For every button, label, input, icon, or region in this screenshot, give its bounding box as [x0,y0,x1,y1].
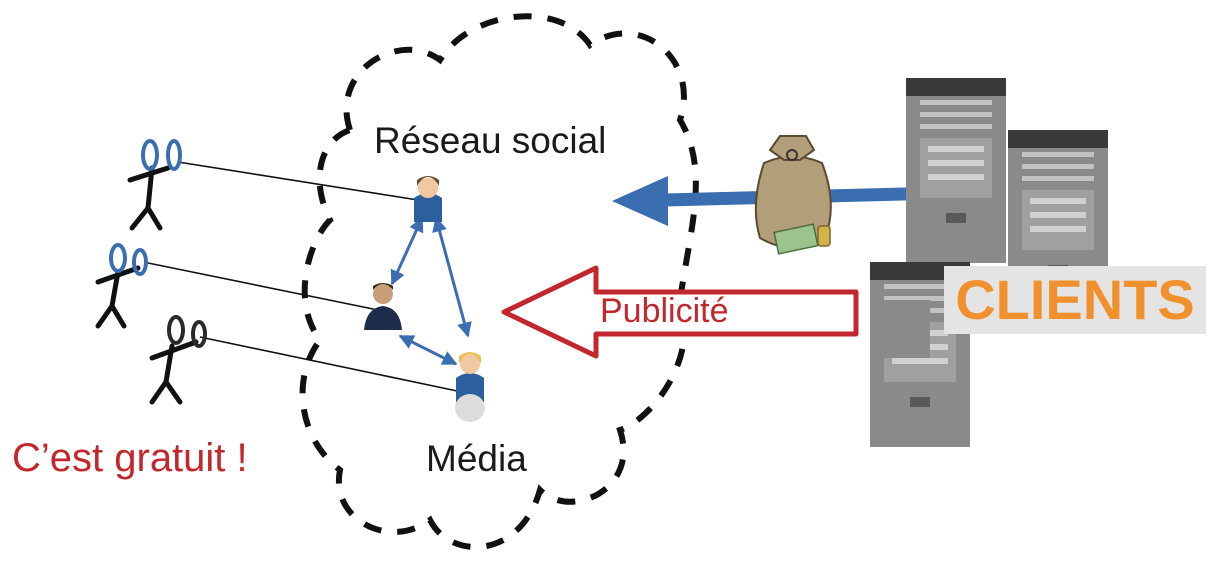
user-avatar-icon [364,283,402,330]
person-binoculars-icon [127,139,182,231]
money-bag-icon [754,135,832,255]
cloud-outline [299,13,699,551]
clients-label: CLIENTS [944,266,1206,334]
person-binoculars-icon [95,243,148,329]
advertising-label: Publicité [600,292,729,330]
media-label: Média [426,438,527,479]
social-network-label: Réseau social [374,120,607,161]
free-label: C’est gratuit ! [12,436,248,480]
server-tower-icon [906,78,1006,263]
advertising-arrow [501,265,859,359]
user-avatar-icon [455,352,485,422]
user-arrows [390,216,472,366]
person-binoculars-icon [149,315,207,405]
user-avatar-icon [414,176,442,222]
connection-lines [147,161,463,393]
